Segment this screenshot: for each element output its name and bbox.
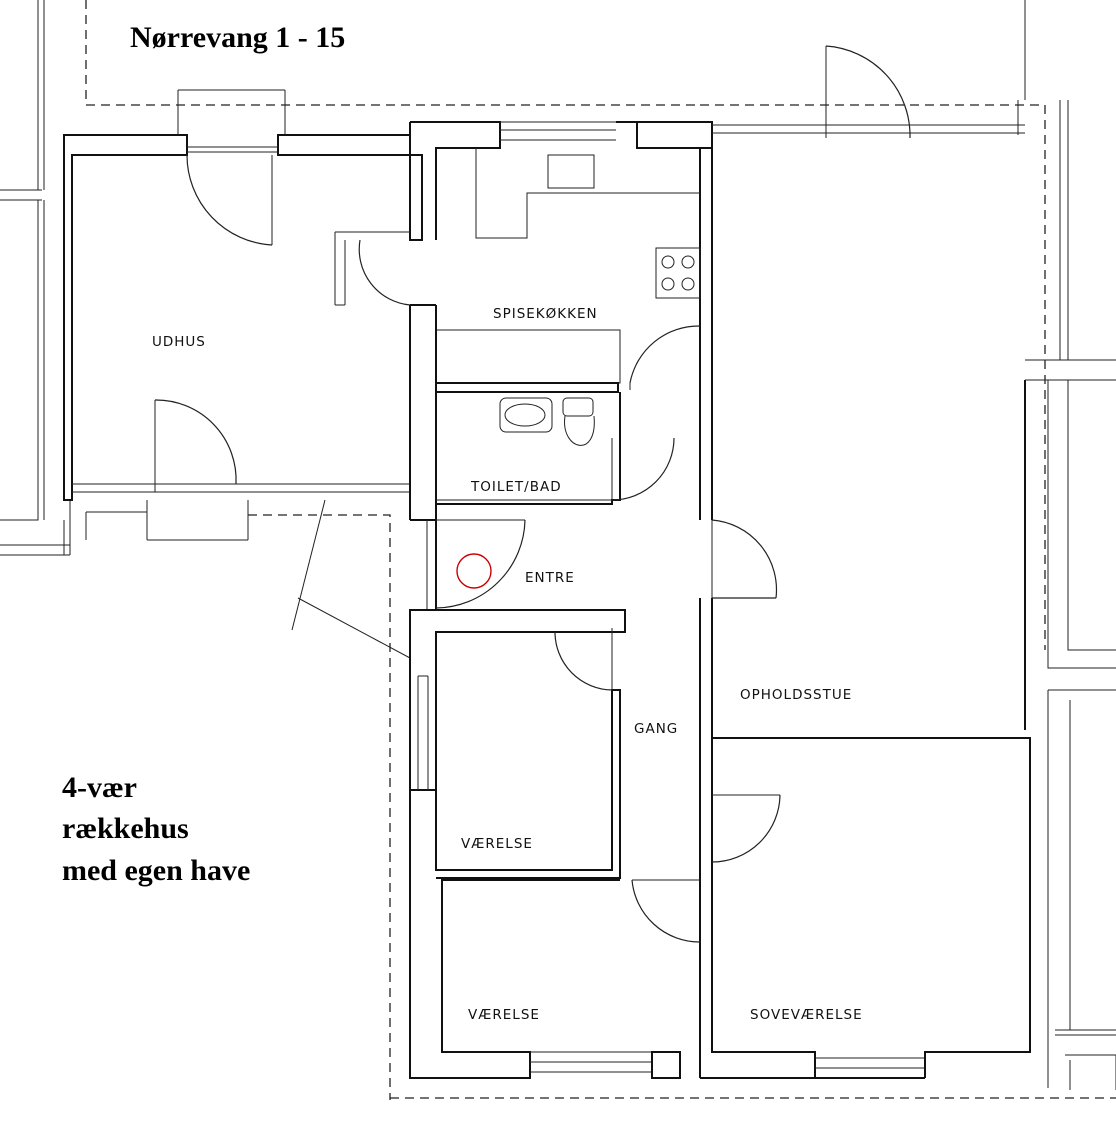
description-line-2: rækkehus xyxy=(62,812,189,845)
bedroom2-door xyxy=(631,879,701,943)
udhus-walls xyxy=(63,89,423,1100)
kitchen-side-door xyxy=(334,231,437,520)
property-line-top xyxy=(85,0,1046,650)
bedroom1-door xyxy=(554,628,613,691)
room-label-vaerelse-1: VÆRELSE xyxy=(461,836,533,852)
kitchen-door xyxy=(435,325,701,393)
master-bedroom-door xyxy=(711,794,781,863)
udhus-door-bottom xyxy=(154,399,237,492)
house-outer-walls xyxy=(409,100,1025,520)
room-label-sovevaerelse: SOVEVÆRELSE xyxy=(750,1007,863,1023)
description-line-3: med egen have xyxy=(62,854,250,887)
bathroom-door xyxy=(611,437,675,501)
room-label-entre: ENTRE xyxy=(525,570,575,586)
room-label-gang: GANG xyxy=(634,721,678,737)
udhus-gate xyxy=(291,499,411,659)
description-line-1: 4-vær xyxy=(62,771,137,804)
bedroom-walls xyxy=(409,380,1031,1079)
terrace-door xyxy=(825,45,911,139)
entry-marker xyxy=(456,553,492,589)
room-label-toilet: TOILET/BAD xyxy=(470,479,562,495)
room-label-opholdsstue: OPHOLDSSTUE xyxy=(740,687,852,703)
udhus-door-top xyxy=(186,154,273,246)
kitchen-fixtures xyxy=(436,148,701,384)
entry-area xyxy=(410,519,526,610)
room-label-vaerelse-2: VÆRELSE xyxy=(468,1007,540,1023)
room-label-spisekokken: SPISEKØKKEN xyxy=(493,306,598,322)
living-room-door xyxy=(711,519,778,599)
plan-title: Nørrevang 1 - 15 xyxy=(130,21,345,54)
neighbour-wall-left xyxy=(0,0,71,556)
room-label-udhus: UDHUS xyxy=(152,334,206,350)
bathroom-fixtures xyxy=(435,392,621,505)
neighbour-wall-right xyxy=(390,100,1116,1099)
